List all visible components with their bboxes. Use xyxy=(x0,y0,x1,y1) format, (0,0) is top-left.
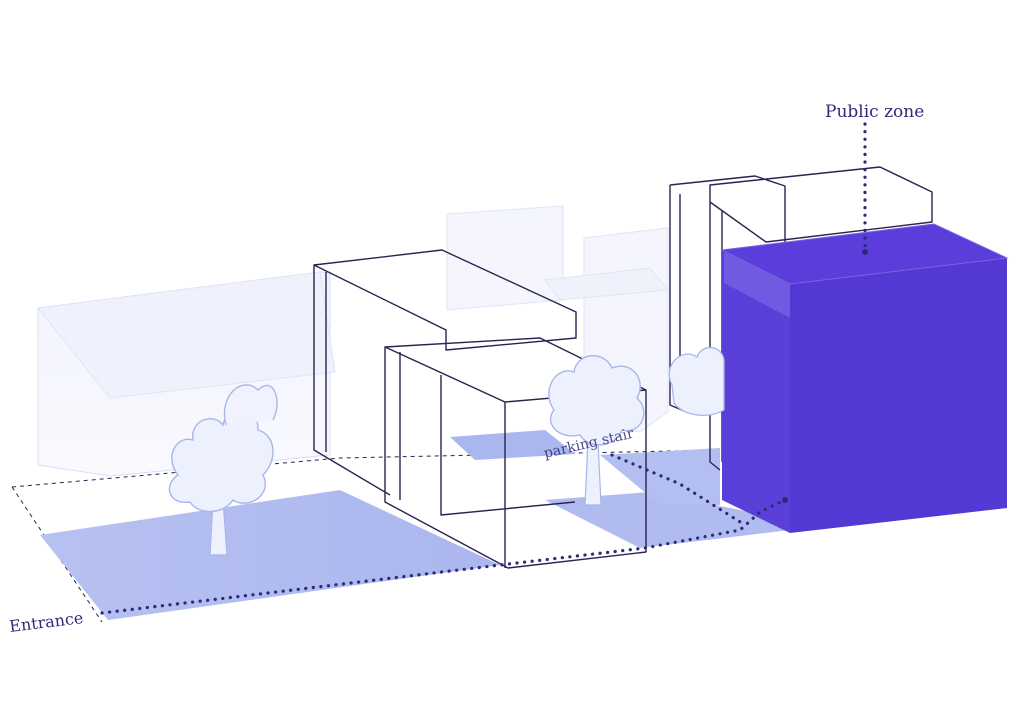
public-zone-glass xyxy=(724,252,790,318)
public-zone-front xyxy=(722,250,790,533)
label-public-zone: Public zone xyxy=(825,102,924,122)
ghost-block-tower xyxy=(446,205,564,311)
public-zone-volume xyxy=(720,223,1009,533)
tree-icon xyxy=(168,384,278,556)
ghost-slab xyxy=(544,267,669,301)
path-entrance xyxy=(100,498,787,615)
outline-volumes xyxy=(313,166,933,569)
ground-front xyxy=(40,490,500,620)
circulation-paths xyxy=(100,122,867,615)
tree-icon xyxy=(548,354,645,506)
marker-stair xyxy=(782,497,788,503)
volume-lower xyxy=(384,337,647,569)
label-entrance: Entrance xyxy=(8,608,84,636)
marker-public-zone xyxy=(862,249,868,255)
volume-upper xyxy=(313,249,577,496)
ghost-block-left-roof xyxy=(37,271,336,399)
public-zone-side xyxy=(790,258,1007,533)
tree-icon xyxy=(668,346,725,416)
ground-mid xyxy=(545,492,790,548)
ground-courtyard xyxy=(450,430,575,460)
